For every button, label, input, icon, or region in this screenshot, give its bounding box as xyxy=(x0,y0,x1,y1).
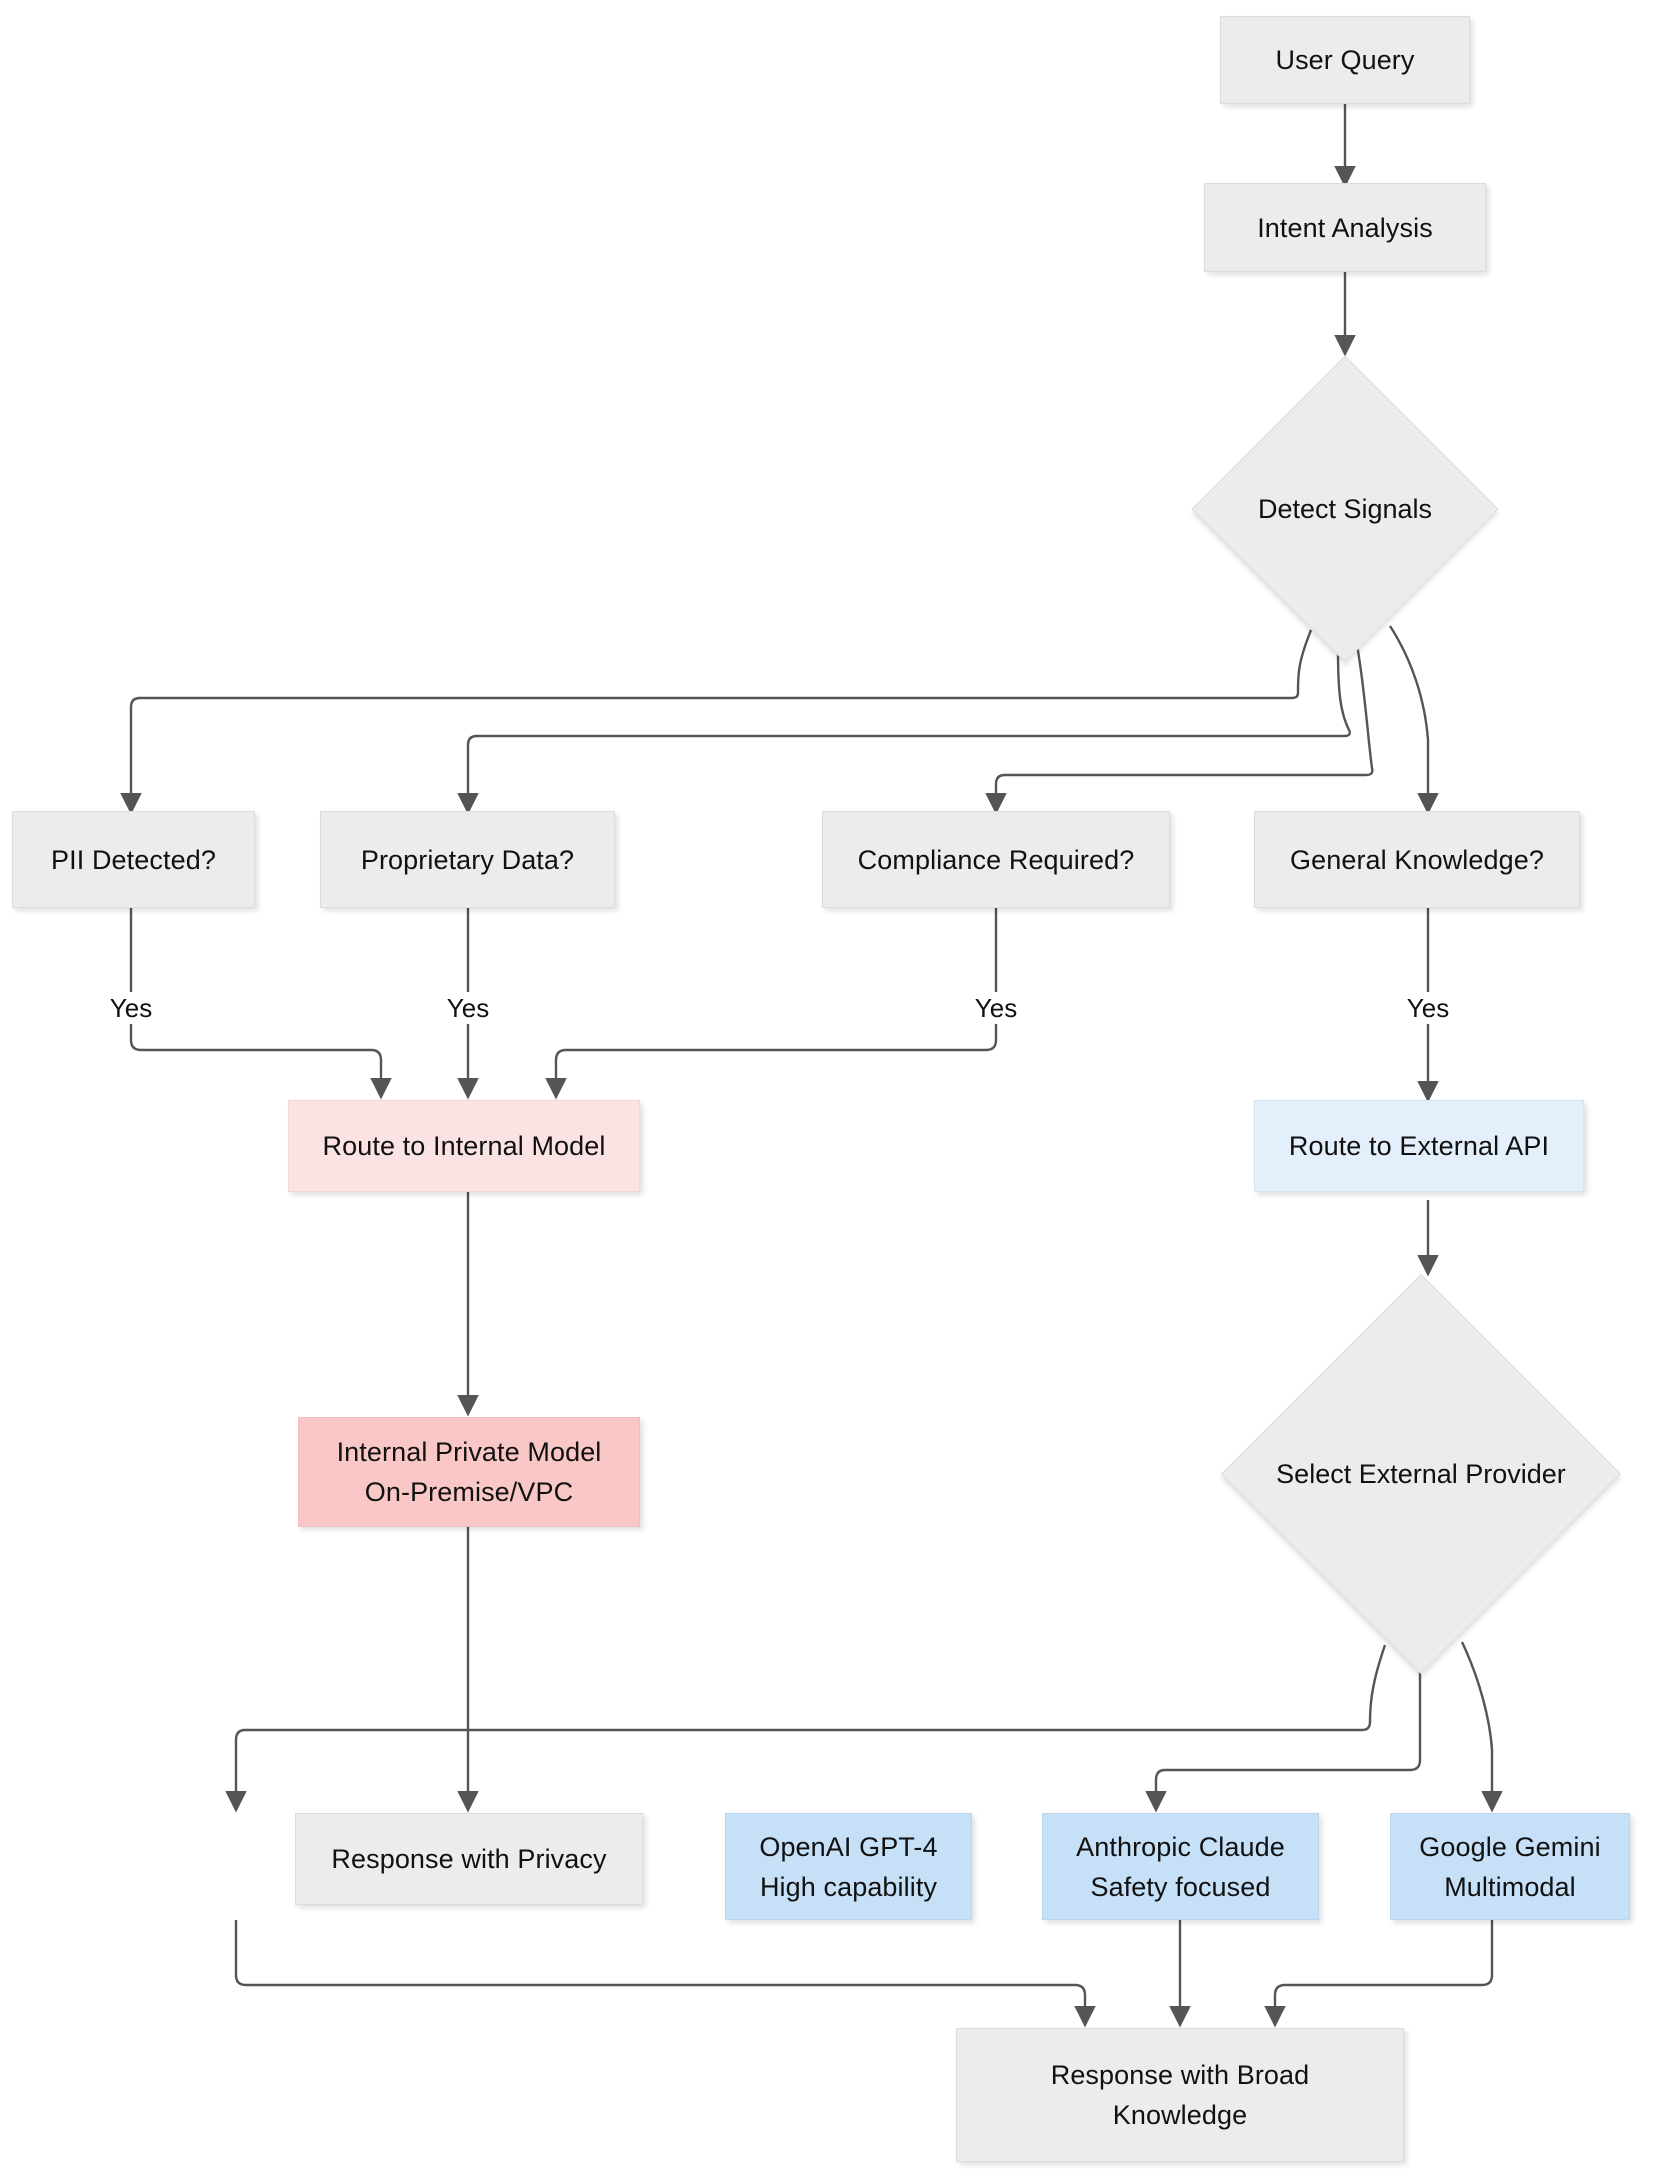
node-pii-detected-label: PII Detected? xyxy=(51,844,216,875)
node-internal-private-model[interactable]: Internal Private Model On-Premise/VPC xyxy=(298,1417,640,1527)
edge-label-compliance-yes: Yes xyxy=(969,992,1023,1024)
edge-select-to-openai xyxy=(225,1644,1387,1813)
node-user-query-label: User Query xyxy=(1275,45,1415,75)
node-google-gemini-line1: Google Gemini xyxy=(1419,1831,1601,1862)
edge-google-to-response-broad xyxy=(1264,1920,1494,2028)
node-detect-signals-label: Detect Signals xyxy=(1257,494,1433,524)
node-user-query[interactable]: User Query xyxy=(1220,16,1470,104)
edge-pii-to-route-internal xyxy=(129,908,392,1100)
node-intent-analysis-label: Intent Analysis xyxy=(1257,212,1433,243)
node-proprietary-data[interactable]: Proprietary Data? xyxy=(320,811,615,908)
node-response-with-privacy[interactable]: Response with Privacy xyxy=(295,1813,643,1905)
node-openai-gpt4[interactable]: OpenAI GPT-4 High capability xyxy=(725,1813,972,1920)
node-openai-gpt4-line2: High capability xyxy=(759,1871,938,1902)
node-internal-private-model-line1: Internal Private Model xyxy=(336,1437,602,1467)
node-openai-gpt4-line1: OpenAI GPT-4 xyxy=(759,1831,938,1862)
node-general-knowledge[interactable]: General Knowledge? xyxy=(1254,811,1580,908)
node-anthropic-claude[interactable]: Anthropic Claude Safety focused xyxy=(1042,1813,1319,1920)
edge-label-pii-yes: Yes xyxy=(104,992,158,1024)
edge-openai-to-response-broad xyxy=(234,1920,1096,2028)
edge-detect-to-compliance xyxy=(985,644,1374,815)
node-pii-detected[interactable]: PII Detected? xyxy=(12,811,255,908)
node-response-broad-line1: Response with Broad xyxy=(1050,2060,1310,2090)
node-response-broad-line2: Knowledge xyxy=(1112,2100,1248,2130)
edge-label-proprietary-yes: Yes xyxy=(441,992,495,1024)
node-route-internal[interactable]: Route to Internal Model xyxy=(288,1100,640,1192)
node-anthropic-claude-line2: Safety focused xyxy=(1090,1871,1271,1902)
node-response-with-privacy-label: Response with Privacy xyxy=(331,1844,607,1874)
node-internal-private-model-line2: On-Premise/VPC xyxy=(364,1477,574,1507)
edge-select-to-anthropic xyxy=(1145,1668,1422,1813)
node-route-internal-label: Route to Internal Model xyxy=(322,1131,606,1161)
edge-detect-to-pii xyxy=(120,629,1313,815)
node-compliance-required-label: Compliance Required? xyxy=(857,844,1135,875)
node-anthropic-claude-line1: Anthropic Claude xyxy=(1076,1831,1285,1862)
node-select-external-provider-label: Select External Provider xyxy=(1276,1459,1566,1489)
node-intent-analysis[interactable]: Intent Analysis xyxy=(1204,183,1486,272)
node-google-gemini[interactable]: Google Gemini Multimodal xyxy=(1390,1813,1630,1920)
node-proprietary-data-label: Proprietary Data? xyxy=(360,844,575,875)
node-select-external-provider[interactable]: Select External Provider xyxy=(1220,1273,1622,1675)
node-google-gemini-line2: Multimodal xyxy=(1444,1871,1576,1902)
node-response-with-broad-knowledge[interactable]: Response with Broad Knowledge xyxy=(956,2028,1404,2162)
node-route-external[interactable]: Route to External API xyxy=(1254,1100,1584,1192)
edge-label-general-yes: Yes xyxy=(1401,992,1455,1024)
node-compliance-required[interactable]: Compliance Required? xyxy=(822,811,1170,908)
node-detect-signals[interactable]: Detect Signals xyxy=(1191,355,1499,663)
node-route-external-label: Route to External API xyxy=(1288,1131,1550,1161)
edge-detect-to-proprietary xyxy=(457,649,1352,815)
node-general-knowledge-label: General Knowledge? xyxy=(1290,844,1544,875)
edge-compliance-to-route-internal xyxy=(545,908,998,1100)
